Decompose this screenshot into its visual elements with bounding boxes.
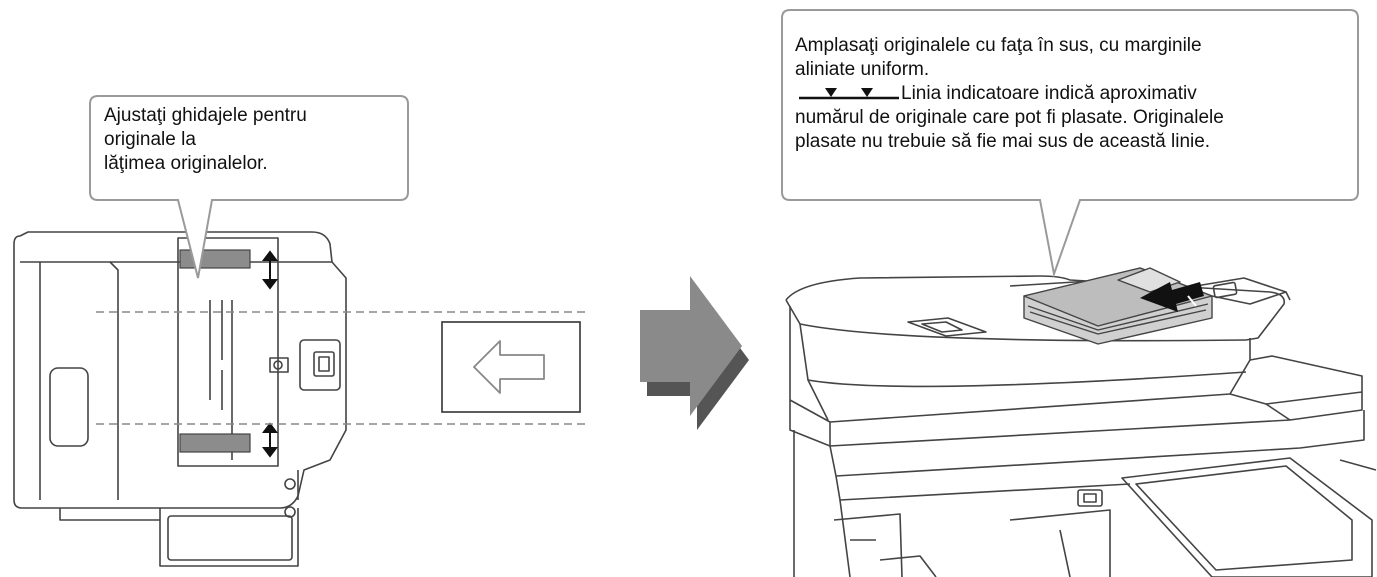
indicator-line-icon bbox=[799, 88, 899, 100]
lid-handle bbox=[907, 317, 987, 337]
callout-right-line: aliniate uniform. bbox=[795, 59, 930, 80]
insert-arrow-icon bbox=[1140, 282, 1204, 312]
callout-left-line: originale la bbox=[104, 129, 196, 150]
document-tray bbox=[177, 237, 279, 467]
operation-panel bbox=[1121, 457, 1373, 577]
callout-right-bubble bbox=[781, 9, 1359, 278]
indicator-line-row: Linia indicatoare indică aproximativ bbox=[795, 82, 1224, 106]
feeder-top-view bbox=[13, 231, 347, 567]
transition-arrow-icon bbox=[640, 276, 749, 430]
callout-right-line: numărul de originale care pot fi plasate… bbox=[795, 107, 1224, 128]
paper-stack bbox=[1023, 267, 1213, 345]
callout-left-line: Ajustaţi ghidajele pentru bbox=[104, 105, 307, 126]
callout-right-line: plasate nu trebuie să fie mai sus de ace… bbox=[795, 131, 1211, 152]
callout-right-text: Amplasaţi originalele cu faţa în sus, cu… bbox=[795, 34, 1224, 154]
feeder-handle bbox=[49, 367, 89, 447]
adjust-arrow-bottom-icon bbox=[262, 422, 278, 458]
front-button-icon bbox=[1077, 489, 1103, 507]
panel-button-icon bbox=[313, 351, 335, 377]
feed-direction-icon bbox=[473, 340, 545, 394]
adjust-arrow-top-icon bbox=[262, 250, 278, 290]
lower-guide bbox=[179, 433, 251, 453]
callout-left-bubble bbox=[89, 95, 409, 279]
callout-left-line: lăţimea originalelor. bbox=[104, 153, 268, 174]
machine-perspective-view bbox=[785, 275, 1377, 577]
callout-right-line: Amplasaţi originalele cu faţa în sus, cu… bbox=[795, 35, 1202, 56]
callout-left-text: Ajustaţi ghidajele pentru originale la l… bbox=[104, 104, 307, 176]
indicator-text: Linia indicatoare indică aproximativ bbox=[901, 83, 1197, 104]
